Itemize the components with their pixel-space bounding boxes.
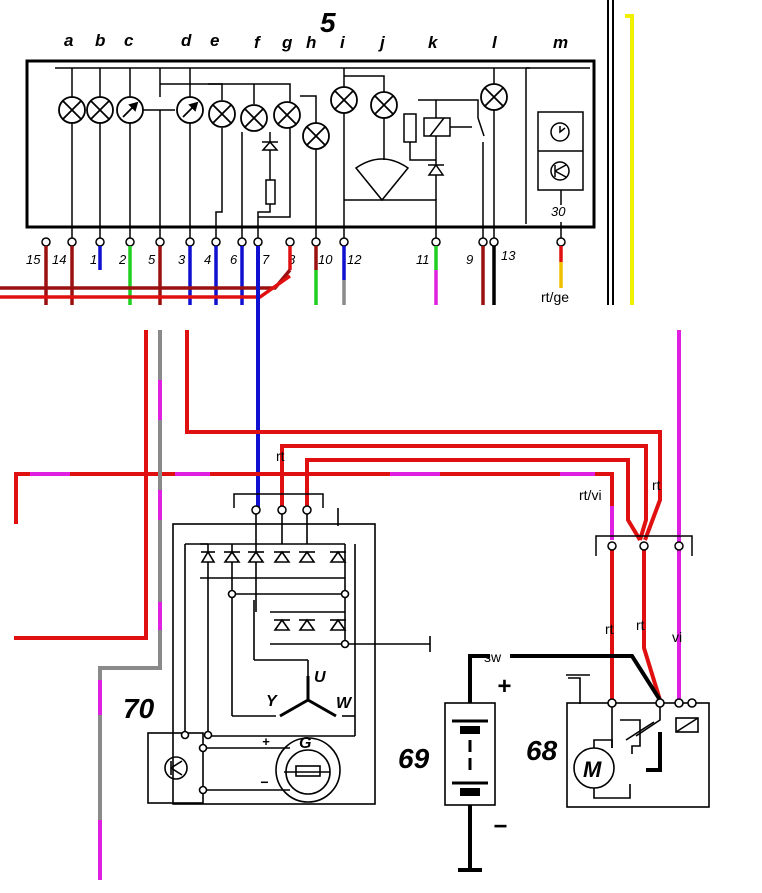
pin-14: 14 xyxy=(52,252,66,267)
lamp-j-icon xyxy=(370,91,398,119)
connector-pins xyxy=(41,237,566,247)
battery-cable xyxy=(510,654,662,702)
lamp-e-icon xyxy=(208,100,236,128)
wire-label-sw: sw xyxy=(484,649,502,665)
letter-b: b xyxy=(95,31,105,50)
letter-a: a xyxy=(64,31,73,50)
letter-e: e xyxy=(210,31,219,50)
alternator-labels: 70 U Y W G + − xyxy=(123,669,353,790)
starter-68 xyxy=(566,674,710,808)
pin-10: 10 xyxy=(318,252,333,267)
component-letters: a b c d e f g h i j k l m xyxy=(64,31,568,52)
block-5-label: 5 xyxy=(320,7,336,38)
cluster-diodes xyxy=(261,140,445,176)
component-69-label: 69 xyxy=(398,743,430,774)
pin-15: 15 xyxy=(26,252,41,267)
lamp-f-icon xyxy=(240,104,268,132)
pin-11: 11 xyxy=(416,252,430,267)
lamp-b-icon xyxy=(86,96,114,124)
gauge-d-icon xyxy=(176,96,204,124)
letter-g: g xyxy=(281,33,293,52)
letter-f: f xyxy=(254,33,262,52)
phase-w-label: W xyxy=(336,695,353,712)
letter-h: h xyxy=(306,33,316,52)
rectifier-diodes-lower xyxy=(273,618,347,631)
gauge-c-icon xyxy=(116,96,144,124)
component-70-label: 70 xyxy=(123,693,155,724)
battery-plus-label: + xyxy=(497,673,511,700)
letter-j: j xyxy=(378,33,386,52)
wire-labels: rt rt/vi rt rt rt vi sw xyxy=(276,448,682,665)
letter-i: i xyxy=(340,33,346,52)
field-plus-label: + xyxy=(262,734,270,749)
wire-label-rt-down-1: rt xyxy=(605,621,614,637)
letter-l: l xyxy=(492,33,498,52)
pin-7: 7 xyxy=(262,252,270,267)
pin-3: 3 xyxy=(178,252,186,267)
motor-m-label: M xyxy=(583,757,602,782)
wire-label-vi: vi xyxy=(672,629,682,645)
clock-icon xyxy=(550,122,570,142)
letter-d: d xyxy=(181,31,192,50)
pin-4: 4 xyxy=(204,252,211,267)
pin-8: 8 xyxy=(288,252,296,267)
wire-label-rt-right: rt xyxy=(652,477,661,493)
rotor-generator-icon xyxy=(275,737,341,803)
wire-label-rt-vi: rt/vi xyxy=(579,487,602,503)
lamp-l-icon xyxy=(480,83,508,111)
pin-30: 30 xyxy=(551,204,566,219)
alternator-70 xyxy=(147,508,431,805)
alternator-connector xyxy=(233,493,324,515)
pin-5: 5 xyxy=(148,252,156,267)
indicator-lamps xyxy=(58,83,508,150)
field-minus-label: − xyxy=(260,774,268,790)
instrument-cluster-block: 5 a b c d e f g h i j k l m xyxy=(25,7,596,242)
battery-69: 69 + − xyxy=(398,654,511,872)
pin-12: 12 xyxy=(347,252,362,267)
lamp-i-icon xyxy=(330,86,358,114)
harness-wires xyxy=(14,246,681,880)
letter-m: m xyxy=(553,33,568,52)
lamp-g-icon xyxy=(273,101,301,129)
connector-wire-stubs xyxy=(0,246,563,305)
cluster-internal-wiring xyxy=(55,67,590,242)
pin-6: 6 xyxy=(230,252,238,267)
phase-y-label: Y xyxy=(266,693,278,710)
pin-1: 1 xyxy=(90,252,97,267)
wire-label-rt-ge: rt/ge xyxy=(541,289,569,305)
starter-labels: 68 M xyxy=(526,735,602,782)
wire-label-rt-down-2: rt xyxy=(636,617,645,633)
stator-winding xyxy=(279,676,337,718)
battery-minus-label: − xyxy=(493,813,507,840)
phase-u-label: U xyxy=(314,669,326,686)
clock-module-m xyxy=(537,111,584,242)
letter-k: k xyxy=(428,33,439,52)
pin-13: 13 xyxy=(501,248,516,263)
lamp-a-icon xyxy=(58,96,86,124)
transistor-icon xyxy=(550,161,570,181)
generator-g-label: G xyxy=(299,735,311,752)
wire-label-rt-top: rt xyxy=(276,448,285,464)
pin-9: 9 xyxy=(466,252,473,267)
pin-2: 2 xyxy=(118,252,127,267)
lamp-h-icon xyxy=(302,122,330,150)
regulator-transistor-icon xyxy=(164,756,188,780)
letter-c: c xyxy=(124,31,134,50)
component-68-label: 68 xyxy=(526,735,558,766)
starter-connector xyxy=(595,535,693,556)
page-edge-lines xyxy=(607,0,634,305)
rectifier-diodes-upper xyxy=(200,550,347,563)
pin-numbers: 15 14 1 2 5 3 4 6 7 8 10 12 11 9 13 rt/g… xyxy=(26,248,569,305)
